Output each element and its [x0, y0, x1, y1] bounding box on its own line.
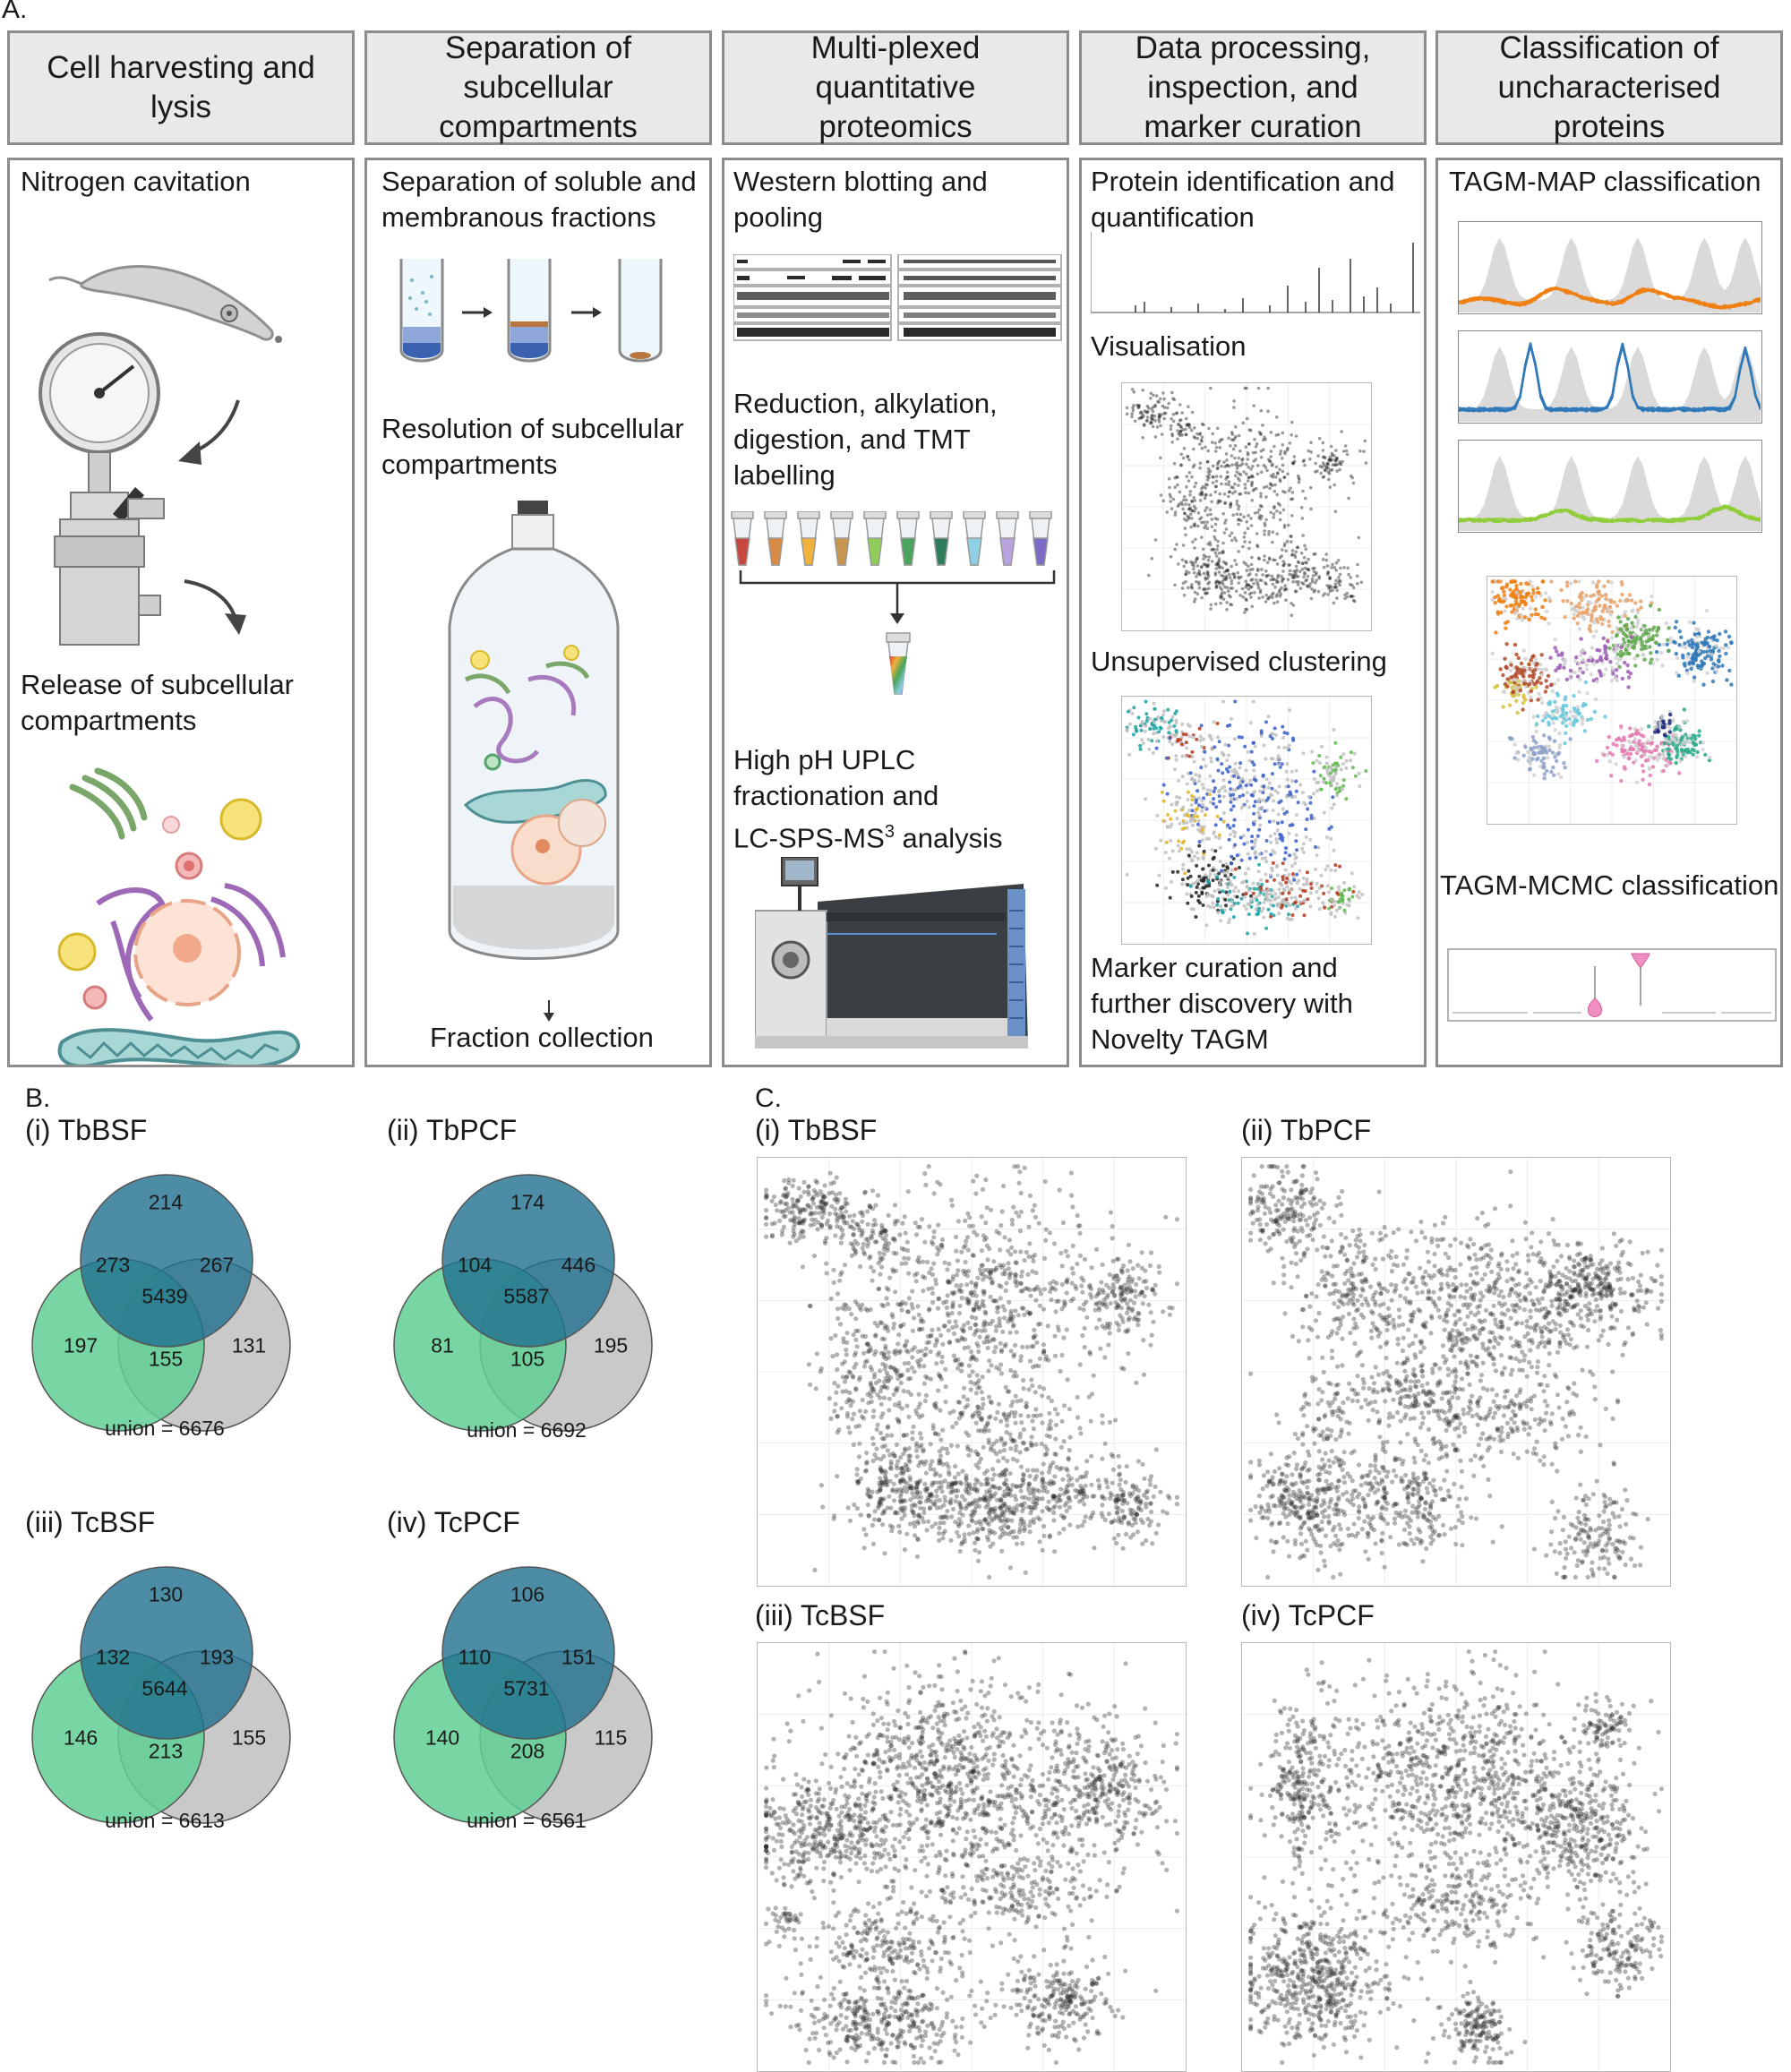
venn-diagram-tbpcf: [393, 1174, 653, 1432]
step-nitrogen-cavitation: Nitrogen cavitation: [21, 166, 251, 197]
venn-count-top: 214: [148, 1190, 184, 1214]
profile-plot-blue: [1458, 330, 1762, 424]
venn-title-tbpcf: (ii) TbPCF: [387, 1114, 518, 1146]
venn-diagram-tbbsf: [31, 1174, 291, 1432]
venn-count-left-right: 155: [148, 1347, 184, 1371]
header-data-processing: Data processing, inspection, and marker …: [1079, 30, 1427, 145]
venn-count-top-right: 151: [561, 1645, 596, 1669]
venn-count-top-right: 446: [561, 1253, 596, 1277]
step-protein-identification: Protein identification and quantificatio…: [1091, 166, 1395, 233]
step-western-blotting: Western blotting and pooling: [733, 166, 988, 233]
venn-count-left: 140: [424, 1725, 460, 1750]
panel-a-letter: A.: [2, 0, 28, 24]
venn-count-top-left: 110: [458, 1645, 492, 1669]
venn-count-top: 106: [510, 1582, 545, 1606]
header-separation: Separation of subcellular compartments: [364, 30, 712, 145]
venn-count-left: 146: [63, 1725, 99, 1750]
venn-count-left: 81: [431, 1333, 454, 1357]
venn-count-right: 155: [231, 1725, 267, 1750]
tsne-title-tbbsf: (i) TbBSF: [755, 1114, 878, 1146]
tsne-plot-tbpcf: [1241, 1157, 1671, 1587]
venn-count-center: 5587: [503, 1284, 550, 1308]
tsne-title-tcpcf: (iv) TcPCF: [1241, 1599, 1375, 1631]
venn-union: union = 6613: [105, 1809, 225, 1832]
venn-count-center: 5731: [503, 1676, 550, 1700]
western-blot-image: [733, 254, 1062, 341]
cavitation-illustration: [39, 265, 282, 646]
centrifuge-tubes: [399, 259, 663, 363]
venn-title-tcbsf: (iii) TcBSF: [25, 1506, 156, 1538]
tsne-plot-tbbsf: [757, 1157, 1187, 1587]
step-resolution: Resolution of subcellular compartments: [381, 413, 684, 480]
ultracentrifuge-tube: [448, 501, 620, 960]
venn-count-left-right: 213: [148, 1739, 184, 1763]
header-cell-harvesting: Cell harvesting and lysis: [7, 30, 355, 145]
venn-count-left: 197: [63, 1333, 99, 1357]
venn-count-top-left: 273: [95, 1253, 131, 1277]
mass-spectrum-chart: [1091, 232, 1420, 313]
venn-union: union = 6692: [467, 1418, 587, 1442]
tsne-plot-tcbsf: [757, 1642, 1187, 2072]
venn-count-center: 5644: [141, 1676, 188, 1700]
tsne-title-tbpcf: (ii) TbPCF: [1241, 1114, 1372, 1146]
step-tagm-mcmc: TAGM-MCMC classification: [1440, 869, 1779, 901]
venn-count-right: 115: [594, 1725, 628, 1750]
venn-title-tcpcf: (iv) TcPCF: [387, 1506, 520, 1538]
profile-plot-green: [1458, 440, 1762, 533]
down-arrow-icon: [544, 1000, 554, 1022]
mass-spectrometer-illustration: [755, 857, 1028, 1049]
step-release: Release of subcellular compartments: [21, 669, 295, 736]
step-fraction-collection: Fraction collection: [430, 1022, 654, 1053]
column-data-processing: Protein identification and quantificatio…: [1079, 158, 1427, 1067]
venn-count-top: 130: [148, 1582, 184, 1606]
step-unsupervised-clustering: Unsupervised clustering: [1091, 646, 1387, 677]
venn-count-left-right: 208: [510, 1739, 545, 1763]
column-separation: Separation of soluble and membranous fra…: [364, 158, 712, 1067]
venn-count-center: 5439: [141, 1284, 188, 1308]
step-visualisation: Visualisation: [1091, 330, 1247, 362]
venn-count-top-left: 104: [457, 1253, 493, 1277]
venn-count-right: 195: [593, 1333, 629, 1357]
step-tagm-map: TAGM-MAP classification: [1449, 166, 1761, 197]
venn-count-right: 131: [231, 1333, 267, 1357]
tsne-classification-thumbnail: [1487, 576, 1737, 825]
venn-count-top-right: 267: [199, 1253, 235, 1277]
venn-count-top-left: 132: [95, 1645, 131, 1669]
venn-count-left-right: 105: [510, 1347, 545, 1371]
tsne-plot-tcpcf: [1241, 1642, 1671, 2072]
column-classification: TAGM-MAP classification TAGM-MCMC classi…: [1435, 158, 1783, 1067]
tsne-scatter: [1487, 577, 1736, 824]
tsne-title-tcbsf: (iii) TcBSF: [755, 1599, 886, 1631]
column-proteomics: Western blotting and pooling Reduction, …: [722, 158, 1069, 1067]
step-marker-curation: Marker curation and further discovery wi…: [1091, 952, 1353, 1055]
header-classification: Classification of uncharacterised protei…: [1435, 30, 1783, 145]
violin-plot: [1447, 948, 1777, 1022]
panel-c-letter: C.: [755, 1083, 782, 1113]
venn-count-top-right: 193: [199, 1645, 235, 1669]
tmt-tubes-illustration: [731, 511, 1056, 695]
step-reduction: Reduction, alkylation, digestion, and TM…: [733, 388, 998, 491]
tsne-scatter: [1122, 383, 1371, 630]
profile-plot-orange: [1458, 221, 1762, 314]
venn-diagram-tcbsf: [31, 1566, 291, 1824]
step-separation-soluble: Separation of soluble and membranous fra…: [381, 166, 697, 233]
column-cell-harvesting: Nitrogen cavitation Release of subcellul…: [7, 158, 355, 1067]
organelles-illustration: [57, 767, 300, 1065]
panel-b-letter: B.: [25, 1083, 51, 1113]
venn-title-tbbsf: (i) TbBSF: [25, 1114, 148, 1146]
tsne-visualisation-thumbnail: [1121, 382, 1372, 631]
tsne-clustering-thumbnail: [1121, 696, 1372, 945]
step-high-ph: High pH UPLC fractionation and LC-SPS-MS…: [733, 744, 1003, 854]
venn-union: union = 6676: [105, 1417, 225, 1440]
venn-union: union = 6561: [467, 1809, 587, 1832]
venn-count-top: 174: [510, 1190, 545, 1214]
header-proteomics: Multi-plexed quantitative proteomics: [722, 30, 1069, 145]
tsne-scatter: [1122, 697, 1371, 944]
venn-diagram-tcpcf: [393, 1566, 653, 1824]
